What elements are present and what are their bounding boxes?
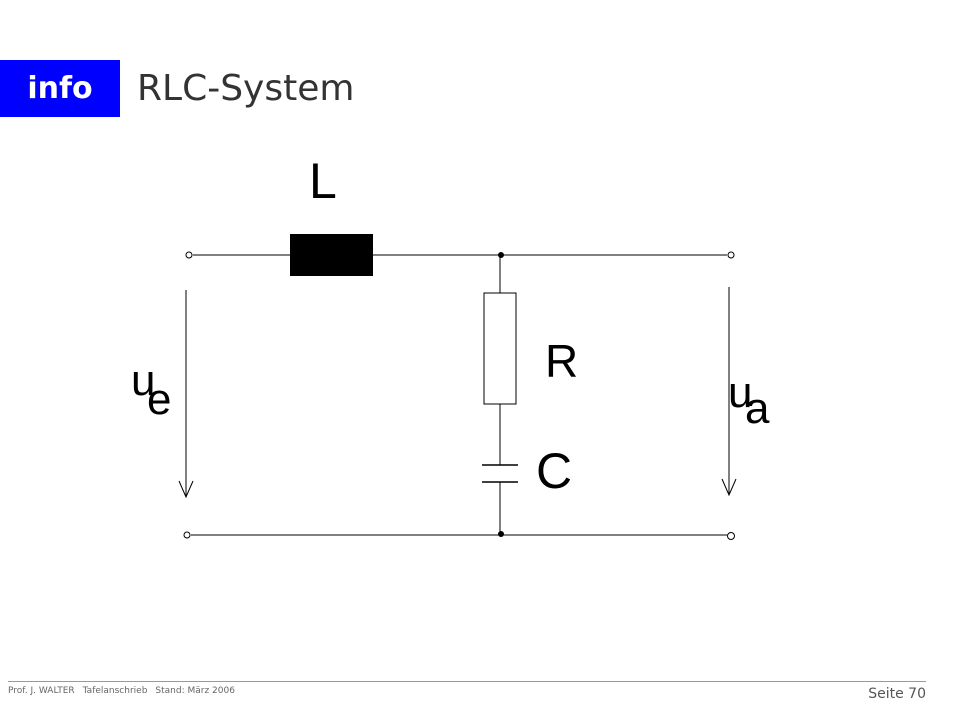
footer-course: Tafelanschrieb <box>82 686 148 696</box>
page-number: Seite 70 <box>868 686 926 702</box>
output-voltage-symbol: u <box>728 368 752 417</box>
capacitor-label: C <box>536 443 572 499</box>
output-terminal-bottom <box>727 532 735 540</box>
resistor-label: R <box>545 335 578 387</box>
output-voltage-arrow-head <box>721 478 737 497</box>
input-voltage-arrow-head <box>178 480 194 499</box>
footer-author: Prof. J. WALTER <box>8 686 75 696</box>
input-voltage-symbol: u <box>131 356 155 405</box>
input-terminal-top <box>185 251 193 259</box>
resistor-symbol <box>483 292 517 405</box>
footer-info: Prof. J. WALTER Tafelanschrieb Stand: März… <box>8 686 243 696</box>
page-title: RLC-System <box>137 68 355 109</box>
footer-status: Stand: März 2006 <box>155 686 235 696</box>
junction-bottom <box>498 531 504 537</box>
inductor-label: L <box>309 153 337 209</box>
footer-divider <box>8 681 926 682</box>
input-terminal-bottom <box>183 531 191 539</box>
output-voltage-subscript: a <box>745 384 770 433</box>
info-logo: info <box>0 60 120 117</box>
output-terminal-top <box>727 251 735 259</box>
junction-top <box>498 252 504 258</box>
input-voltage-subscript: e <box>147 375 171 424</box>
inductor-symbol <box>290 234 373 276</box>
